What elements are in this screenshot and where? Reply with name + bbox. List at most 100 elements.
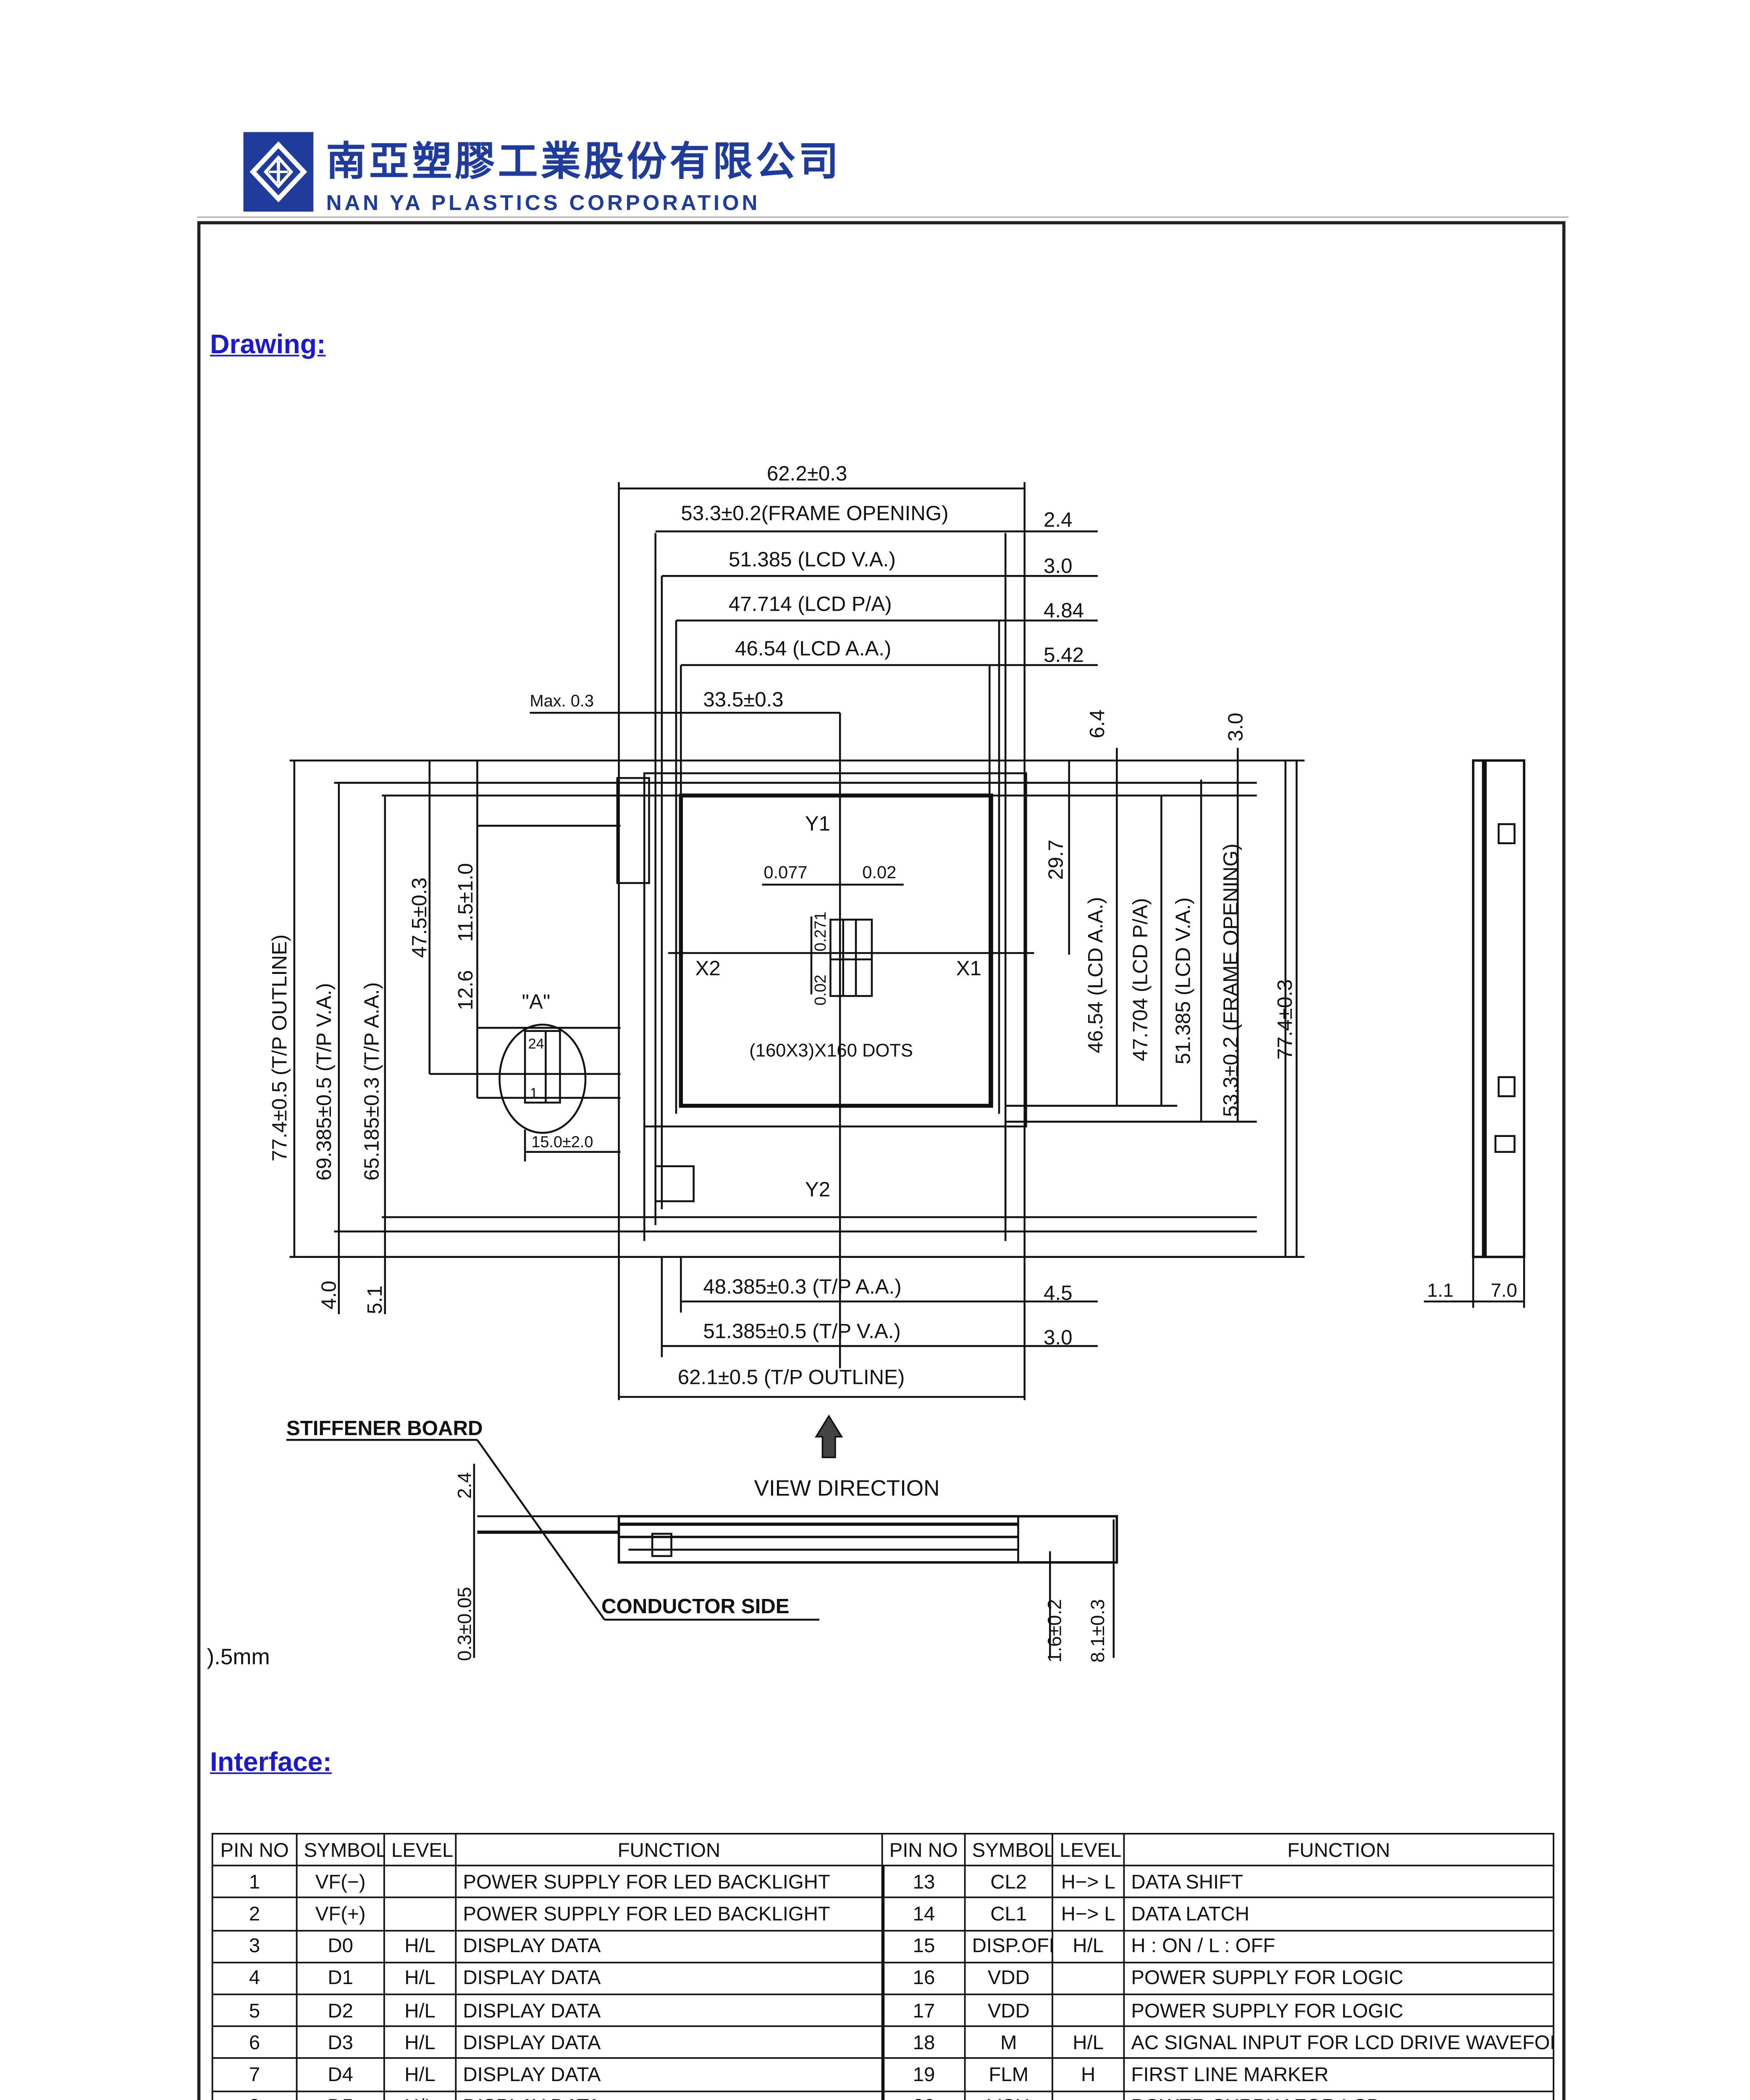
svg-text:STIFFENER BOARD: STIFFENER BOARD: [286, 1417, 483, 1440]
header-symbol: SYMBOL: [296, 1832, 385, 1867]
company-name-english: NAN YA PLASTICS CORPORATION: [326, 191, 761, 215]
svg-text:6.4: 6.4: [1086, 709, 1109, 738]
pin-level: H/L: [383, 2058, 457, 2092]
pin-symbol: VF(−): [296, 1865, 385, 1899]
pin-number: 20: [880, 2090, 966, 2100]
svg-text:CONDUCTOR SIDE: CONDUCTOR SIDE: [601, 1595, 790, 1618]
svg-text:8.1±0.3: 8.1±0.3: [1087, 1599, 1108, 1662]
nanya-diamond-logo-icon: [243, 132, 314, 212]
pin-function: DISPLAY DATA: [455, 1929, 883, 1963]
content-frame: [197, 221, 1566, 2100]
svg-text:4.84: 4.84: [1044, 599, 1084, 622]
interface-pin-table: PIN NO SYMBOL LEVEL FUNCTION PIN NO SYMB…: [211, 1832, 1555, 2100]
svg-text:Max. 0.3: Max. 0.3: [530, 692, 594, 710]
svg-text:3.0: 3.0: [1044, 554, 1072, 578]
pin-number: 3: [211, 1929, 298, 1963]
svg-text:2.4: 2.4: [1044, 508, 1072, 531]
svg-text:33.5±0.3: 33.5±0.3: [703, 688, 783, 711]
svg-text:7.0: 7.0: [1491, 1279, 1517, 1301]
pin-number: 13: [880, 1865, 966, 1899]
pin-symbol: CL2: [964, 1865, 1053, 1899]
svg-text:VIEW DIRECTION: VIEW DIRECTION: [754, 1476, 940, 1501]
pin-function: DATA LATCH: [1123, 1897, 1555, 1931]
svg-text:4.0: 4.0: [317, 1281, 340, 1309]
svg-text:47.714 (LCD P/A): 47.714 (LCD P/A): [729, 593, 892, 616]
svg-text:62.2±0.3: 62.2±0.3: [767, 462, 847, 485]
header-symbol: SYMBOL: [964, 1832, 1053, 1867]
pin-level: H/L: [383, 2090, 457, 2100]
pin-function: DISPLAY DATA: [455, 2025, 883, 2060]
pin-symbol: DISP.OFF: [964, 1929, 1053, 1963]
pin-number: 6: [211, 2025, 298, 2060]
pin-level: [383, 1865, 457, 1899]
svg-text:0.02: 0.02: [862, 862, 896, 882]
pin-symbol: D4: [296, 2058, 385, 2092]
pin-level: H/L: [383, 2025, 457, 2060]
pin-symbol: D5: [296, 2090, 385, 2100]
svg-text:0.3±0.05: 0.3±0.05: [454, 1587, 475, 1661]
svg-text:5.42: 5.42: [1044, 643, 1084, 667]
pin-level: [1052, 2090, 1125, 2100]
header-pin-no: PIN NO: [211, 1832, 298, 1867]
svg-text:1: 1: [530, 1085, 538, 1101]
pin-function: FIRST LINE MARKER: [1123, 2058, 1555, 2092]
svg-text:47.5±0.3: 47.5±0.3: [408, 877, 431, 958]
header-function: FUNCTION: [1123, 1832, 1555, 1867]
svg-text:).5mm: ).5mm: [207, 1644, 270, 1669]
pin-symbol: FLM: [964, 2058, 1053, 2092]
pin-function: POWER SUPPLY FOR LOGIC: [1123, 1993, 1555, 2027]
svg-text:46.54 (LCD A.A.): 46.54 (LCD A.A.): [1084, 897, 1107, 1053]
svg-text:24: 24: [528, 1036, 544, 1052]
pin-number: 2: [211, 1897, 298, 1931]
svg-text:15.0±2.0: 15.0±2.0: [531, 1133, 593, 1151]
svg-text:X2: X2: [695, 957, 720, 980]
svg-text:Y1: Y1: [805, 812, 830, 835]
svg-text:(160X3)X160 DOTS: (160X3)X160 DOTS: [749, 1040, 913, 1060]
pin-number: 19: [880, 2058, 966, 2092]
pin-function: AC SIGNAL INPUT FOR LCD DRIVE WAVEFORM: [1123, 2025, 1555, 2060]
table-header-row: PIN NO SYMBOL LEVEL FUNCTION PIN NO SYMB…: [211, 1832, 1555, 1867]
svg-text:48.385±0.3 (T/P A.A.): 48.385±0.3 (T/P A.A.): [703, 1275, 901, 1298]
pin-level: H/L: [383, 1993, 457, 2027]
svg-text:1.1: 1.1: [1427, 1279, 1454, 1301]
view-direction-arrow-icon: [814, 1414, 843, 1458]
drawing-section-title: Drawing:: [210, 329, 326, 360]
pin-level: H/L: [383, 1961, 457, 1995]
svg-text:3.0: 3.0: [1044, 1326, 1072, 1349]
svg-text:X1: X1: [956, 957, 981, 980]
pin-symbol: VDD: [964, 1993, 1053, 2027]
pin-function: DATA SHIFT: [1123, 1865, 1555, 1899]
pin-function: POWER SUPPLY FOR LED BACKLIGHT: [455, 1897, 883, 1931]
header-level: LEVEL: [383, 1832, 457, 1867]
svg-text:0.02: 0.02: [812, 974, 829, 1005]
svg-text:47.704 (LCD P/A): 47.704 (LCD P/A): [1128, 898, 1152, 1061]
header-pin-no: PIN NO: [881, 1832, 966, 1867]
svg-text:0.077: 0.077: [763, 862, 807, 882]
pin-number: 16: [880, 1961, 966, 1995]
svg-text:51.385±0.5 (T/P V.A.): 51.385±0.5 (T/P V.A.): [703, 1320, 900, 1343]
pin-level: [1052, 1961, 1125, 1995]
pin-symbol: CL1: [964, 1897, 1053, 1931]
svg-text:51.385 (LCD V.A.): 51.385 (LCD V.A.): [1172, 898, 1195, 1065]
svg-text:53.3±0.2(FRAME OPENING): 53.3±0.2(FRAME OPENING): [681, 502, 948, 525]
pin-level: [383, 1897, 457, 1931]
pin-symbol: D2: [296, 1993, 385, 2027]
pin-level: H/L: [383, 1929, 457, 1963]
pin-level: H/L: [1052, 1929, 1125, 1963]
svg-text:62.1±0.5 (T/P OUTLINE): 62.1±0.5 (T/P OUTLINE): [678, 1366, 905, 1389]
pin-function: DISPLAY DATA: [455, 2090, 883, 2100]
pin-number: 1: [211, 1865, 298, 1899]
pin-number: 17: [880, 1993, 966, 2027]
pin-function: POWER SUPPLY FOR LCD: [1123, 2090, 1555, 2100]
svg-text:5.1: 5.1: [363, 1286, 386, 1314]
header-function: FUNCTION: [455, 1832, 883, 1867]
pin-function: DISPLAY DATA: [455, 1961, 883, 1995]
pin-symbol: M: [964, 2025, 1053, 2060]
